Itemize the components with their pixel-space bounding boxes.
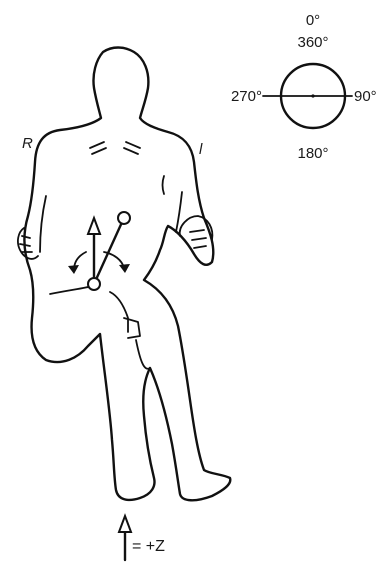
label-0-degrees: 0° xyxy=(306,12,320,29)
label-180-degrees: 180° xyxy=(297,145,328,162)
label-right-side: R xyxy=(22,135,33,152)
label-z-axis: = +Z xyxy=(132,538,165,555)
label-90-degrees: 90° xyxy=(354,88,377,105)
orientation-center-dot xyxy=(311,94,314,97)
inner-leg-line xyxy=(136,340,150,369)
arm-end-marker xyxy=(118,212,130,224)
lap-line xyxy=(50,286,92,294)
z-axis-indicator xyxy=(119,516,131,560)
collarbone-right xyxy=(90,142,106,154)
rotation-arrow-right-head xyxy=(119,264,130,273)
chest-crease xyxy=(163,176,165,194)
orientation-dial xyxy=(263,64,352,128)
hip-point-marker xyxy=(88,278,100,290)
collarbone-left xyxy=(124,142,140,154)
thigh-separation xyxy=(110,292,140,338)
label-360-degrees: 360° xyxy=(297,34,328,51)
figure-outline xyxy=(24,48,230,501)
label-270-degrees: 270° xyxy=(231,88,262,105)
rotation-arrow-left-head xyxy=(68,265,79,274)
z-arrow-head xyxy=(119,516,131,532)
hip-reference xyxy=(68,212,130,290)
seated-figure xyxy=(18,48,230,501)
vertical-axis-arrowhead xyxy=(88,218,100,234)
left-hand xyxy=(180,216,213,248)
label-left-side: l xyxy=(199,141,203,158)
right-inner-arm xyxy=(40,196,46,252)
right-hand xyxy=(18,228,38,259)
